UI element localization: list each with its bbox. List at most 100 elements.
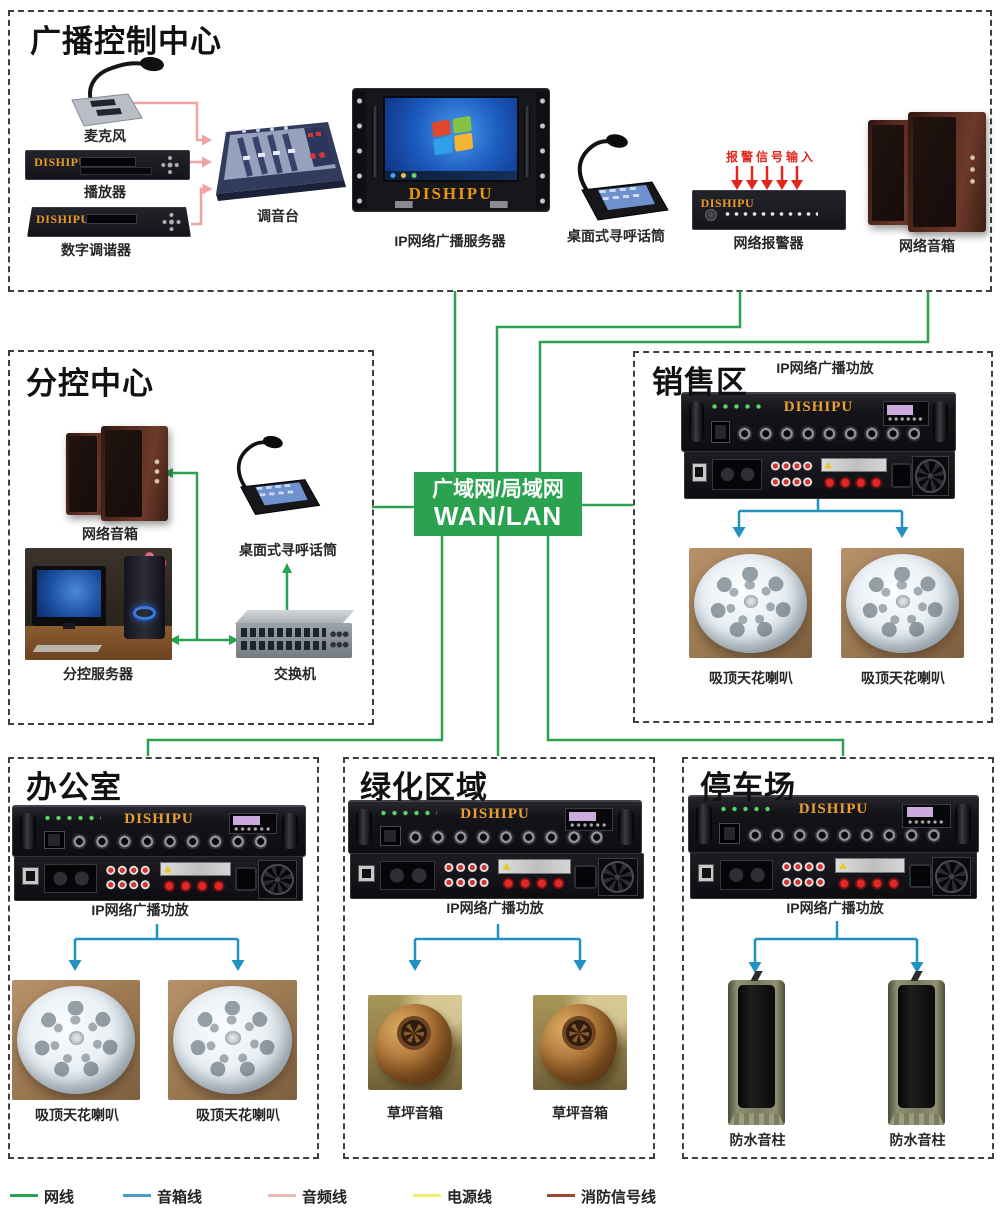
- sub-server-device: [25, 548, 172, 660]
- title-control-center: 广播控制中心: [30, 24, 222, 59]
- pc-tower: [123, 555, 165, 639]
- player-device: DISHIPU: [25, 150, 190, 180]
- label-player: 播放器: [84, 184, 126, 200]
- title-office: 办公室: [26, 770, 122, 805]
- legend-label-speaker: 音箱线: [157, 1189, 203, 1206]
- mic-capsule: [140, 56, 164, 72]
- label-sales-spk1: 吸顶天花喇叭: [709, 670, 793, 686]
- legend-swatch-network: [10, 1194, 38, 1197]
- label-alarm-input: 报警信号输入: [726, 150, 817, 164]
- sub-network-speaker-device: [66, 426, 168, 521]
- wire-to-sub-speaker: [163, 468, 199, 640]
- fan-icon: [912, 455, 950, 497]
- label-ip-server: IP网络广播服务器: [394, 233, 506, 249]
- amp-knobs: [733, 420, 920, 448]
- label-mixer: 调音台: [257, 208, 299, 224]
- label-sub-paging-mic: 桌面式寻呼话筒: [239, 542, 337, 558]
- label-sales-amp: IP网络广播功放: [776, 360, 874, 376]
- wan-label-cn: 广域网/局域网: [432, 478, 564, 501]
- title-sales: 销售区: [652, 365, 748, 400]
- parking-column-speaker-2: [888, 970, 945, 1125]
- legend-label-audio: 音频线: [302, 1189, 348, 1206]
- legend-label-network: 网线: [44, 1189, 75, 1206]
- sales-amp-front: DISHIPU: [681, 392, 956, 452]
- amp-brand-text: DISHIPU: [783, 398, 854, 415]
- office-ceiling-speaker-1: [12, 980, 140, 1100]
- label-microphone: 麦克风: [84, 128, 126, 144]
- label-green-spk1: 草坪音箱: [387, 1105, 443, 1121]
- label-alarm: 网络报警器: [733, 235, 804, 251]
- label-parking-amp: IP网络广播功放: [786, 900, 884, 916]
- sales-amp-rear: [684, 451, 955, 499]
- legend-swatch-speaker: [123, 1194, 151, 1197]
- wire-green-split: [415, 924, 580, 941]
- network-speaker-device: [868, 112, 986, 232]
- fan-icon: [257, 860, 297, 899]
- wire-wan-to-parking: [546, 536, 845, 756]
- label-green-amp: IP网络广播功放: [446, 900, 544, 916]
- server-screen: [383, 96, 519, 182]
- wire-tuner-to-mixer: [191, 183, 213, 226]
- paging-mic-device: [577, 134, 669, 221]
- wire-wan-to-office: [146, 536, 444, 756]
- ip-server-device: DISHIPU: [352, 88, 550, 212]
- monitor: [32, 565, 106, 629]
- rack-ear: [536, 90, 549, 210]
- paging-capsule: [606, 134, 628, 148]
- wan-lan-node: 广域网/局域网 WAN/LAN: [414, 472, 582, 536]
- rack-handle: [371, 106, 378, 177]
- alarm-brand-text: DISHIPU: [700, 196, 755, 211]
- label-parking-spk2: 防水音柱: [889, 1132, 946, 1148]
- legend-swatch-fire: [547, 1194, 575, 1197]
- wire-sales-split: [739, 497, 902, 513]
- speaker-buttons: [968, 152, 978, 187]
- label-tuner: 数字调谐器: [61, 242, 131, 258]
- wire-mic-to-mixer: [118, 101, 212, 146]
- legend-swatch-audio: [268, 1194, 296, 1197]
- network-lines: [146, 291, 930, 756]
- disc-tray: [79, 157, 136, 167]
- label-green-spk2: 草坪音箱: [552, 1105, 608, 1121]
- warning-label: [820, 457, 888, 473]
- rack-handle: [524, 106, 531, 177]
- label-parking-spk1: 防水音柱: [729, 1132, 786, 1148]
- label-sales-spk2: 吸顶天花喇叭: [861, 670, 945, 686]
- sub-paging-mic-device: [236, 435, 321, 515]
- title-green-area: 绿化区域: [360, 770, 488, 805]
- fan-icon: [931, 856, 971, 897]
- alarm-input-arrows: [731, 166, 803, 190]
- legend-label-power: 电源线: [447, 1189, 493, 1206]
- label-sub-server: 分控服务器: [63, 666, 133, 682]
- fan-icon: [597, 857, 638, 897]
- green-amp-rear: [350, 853, 644, 899]
- label-office-spk1: 吸顶天花喇叭: [35, 1107, 119, 1123]
- mixer-device: [216, 122, 346, 201]
- parking-amp-front: DISHIPU: [688, 795, 979, 853]
- alarm-device: DISHIPU: [692, 190, 846, 230]
- green-lawn-speaker-1: [368, 995, 462, 1090]
- legend-label-fire: 消防信号线: [581, 1189, 657, 1206]
- label-sub-speaker: 网络音箱: [82, 526, 138, 542]
- office-ceiling-speaker-2: [168, 980, 297, 1100]
- power-inlet: [890, 463, 913, 489]
- label-office-spk2: 吸顶天花喇叭: [196, 1107, 280, 1123]
- wire-office-split: [75, 924, 238, 941]
- office-amp-rear: [14, 856, 303, 901]
- tuner-device: DISHIPU: [27, 207, 191, 237]
- label-switch: 交换机: [274, 666, 316, 682]
- switch-device: [234, 610, 354, 658]
- rock-grille: [397, 1015, 431, 1051]
- sales-ceiling-speaker-2: [841, 548, 964, 658]
- switch-ports: [240, 640, 327, 650]
- tuner-brand-text: DISHIPU: [36, 211, 90, 226]
- office-amp-front: DISHIPU: [12, 805, 306, 857]
- green-amp-front: DISHIPU: [348, 800, 642, 854]
- audio-lines: [118, 101, 213, 226]
- tuner-buttons: [159, 210, 184, 234]
- keyboard: [33, 645, 103, 653]
- rack-ear: [353, 90, 366, 210]
- taskbar: [385, 170, 517, 180]
- switch-ports: [240, 627, 327, 637]
